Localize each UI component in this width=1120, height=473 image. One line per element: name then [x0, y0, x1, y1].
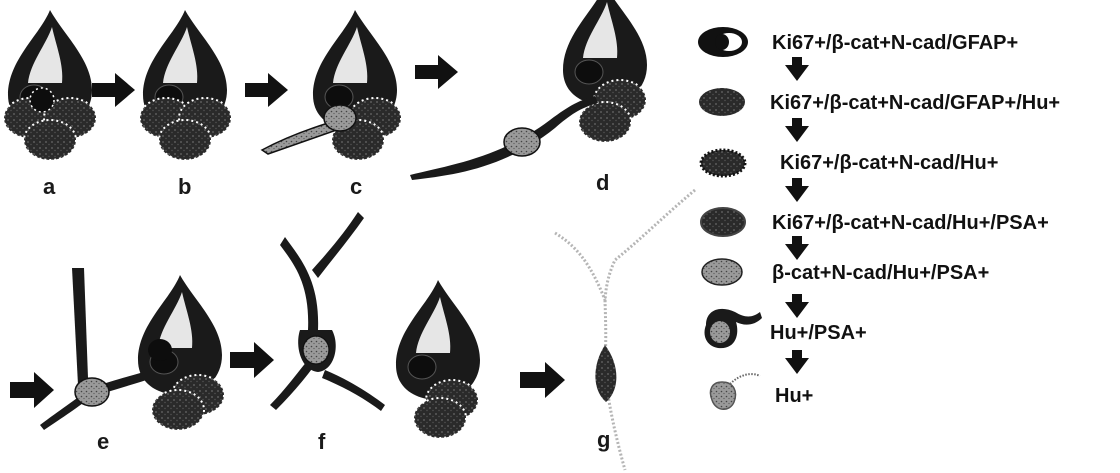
- arrow-right-icon: [230, 342, 274, 378]
- arrow-down-icon: [785, 118, 809, 142]
- legend-label-4: Ki67+/β-cat+N-cad/Hu+/PSA+: [772, 213, 1049, 233]
- panel-e-cell: [40, 268, 224, 430]
- arrow-down-icon: [785, 57, 809, 81]
- legend-label-1: Ki67+/β-cat+N-cad/GFAP+: [772, 33, 1018, 53]
- panel-a-cell: [4, 10, 96, 160]
- legend-icon-4: [701, 208, 745, 236]
- legend-icon-6: [705, 309, 763, 348]
- legend-icon-1: [698, 27, 748, 57]
- panel-g-cell: [555, 190, 695, 470]
- legend-icon-5: [702, 259, 742, 285]
- arrow-down-icon: [785, 178, 809, 202]
- panel-label-d: d: [596, 172, 609, 194]
- arrow-down-icon: [785, 350, 809, 374]
- panel-label-g: g: [597, 429, 610, 451]
- arrow-down-icon: [785, 294, 809, 318]
- panel-b-cell: [140, 10, 231, 160]
- arrow-down-icon: [785, 236, 809, 260]
- panel-c-cell: [262, 10, 401, 160]
- panel-f-cell: [270, 212, 480, 438]
- legend-label-6: Hu+/PSA+: [770, 323, 867, 343]
- legend-icon-3: [701, 150, 745, 176]
- panel-label-a: a: [43, 176, 55, 198]
- legend-icon-2: [699, 88, 745, 116]
- arrow-right-icon: [520, 362, 565, 398]
- panel-label-c: c: [350, 176, 362, 198]
- legend-label-2: Ki67+/β-cat+N-cad/GFAP+/Hu+: [770, 93, 1060, 113]
- legend-label-7: Hu+: [775, 386, 813, 406]
- legend-label-3: Ki67+/β-cat+N-cad/Hu+: [780, 153, 998, 173]
- arrow-right-icon: [245, 73, 288, 107]
- panel-d-cell: [410, 0, 647, 180]
- arrow-right-icon: [415, 55, 458, 89]
- panel-label-f: f: [318, 431, 325, 453]
- legend-icon-7: [710, 374, 760, 409]
- arrow-right-icon: [92, 73, 135, 107]
- legend-label-5: β-cat+N-cad/Hu+/PSA+: [772, 263, 989, 283]
- arrow-right-icon: [10, 372, 54, 408]
- panel-label-b: b: [178, 176, 191, 198]
- panel-label-e: e: [97, 431, 109, 453]
